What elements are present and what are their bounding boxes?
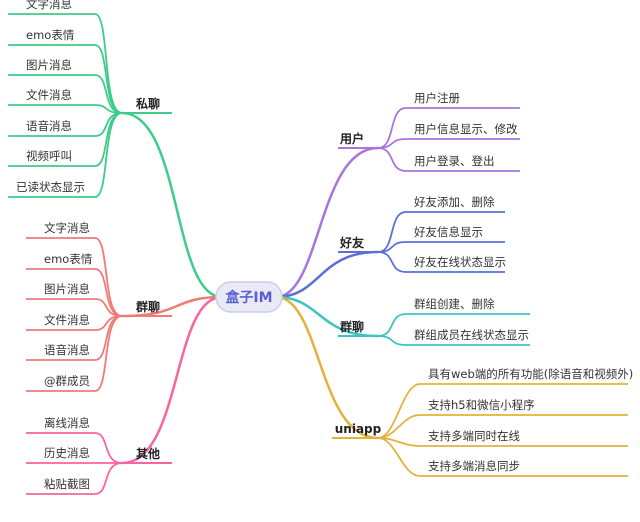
leaf-label[interactable]: 语音消息 <box>26 119 72 133</box>
root-node[interactable]: 盒子IM <box>215 281 283 313</box>
branch-label-group[interactable]: 群聊 <box>135 299 160 314</box>
nodes-layer: 盒子IM 私聊文字消息emo表情图片消息文件消息语音消息视频呼叫已读状态显示群聊… <box>16 0 633 491</box>
leaf-connector <box>94 462 123 495</box>
branch-connector-private <box>120 111 224 299</box>
leaf-connector <box>94 13 123 114</box>
leaf-label[interactable]: 语音消息 <box>44 343 90 357</box>
leaf-label[interactable]: 文件消息 <box>26 88 72 102</box>
leaf-label[interactable]: 粘贴截图 <box>44 477 90 491</box>
leaf-label[interactable]: 文件消息 <box>44 313 90 327</box>
branch-connector-friend <box>274 250 380 299</box>
leaf-label[interactable]: 文字消息 <box>44 221 90 235</box>
leaf-label[interactable]: 图片消息 <box>26 58 72 72</box>
leaf-connector <box>377 437 421 477</box>
leaf-label[interactable]: 具有web端的所有功能(除语音和视频外) <box>428 367 633 381</box>
branch-label-group-manage[interactable]: 群聊 <box>339 319 364 334</box>
leaf-label[interactable]: 离线消息 <box>44 416 90 430</box>
leaf-label[interactable]: 好友在线状态显示 <box>414 255 506 269</box>
leaf-label[interactable]: emo表情 <box>26 28 75 42</box>
leaf-label[interactable]: 用户登录、登出 <box>414 154 495 168</box>
branch-connector-uniapp <box>274 295 380 440</box>
connector-lines <box>8 13 628 495</box>
leaf-label[interactable]: 群组创建、删除 <box>414 297 495 311</box>
leaf-label[interactable]: 用户注册 <box>414 91 460 105</box>
leaf-connector <box>94 237 123 317</box>
leaf-connector <box>377 211 407 253</box>
leaf-label[interactable]: 文字消息 <box>26 0 72 11</box>
leaf-label[interactable]: 已读状态显示 <box>16 180 85 194</box>
branch-connector-user <box>274 146 380 299</box>
leaf-connector <box>377 335 407 346</box>
leaf-label[interactable]: 好友添加、删除 <box>414 195 495 209</box>
leaf-label[interactable]: 视频呼叫 <box>26 149 72 163</box>
leaf-connector <box>377 107 407 149</box>
branch-label-private[interactable]: 私聊 <box>135 96 160 111</box>
root-label: 盒子IM <box>224 289 272 306</box>
branch-label-other[interactable]: 其他 <box>136 446 160 461</box>
leaf-label[interactable]: 图片消息 <box>44 282 90 296</box>
branch-label-user[interactable]: 用户 <box>339 131 364 146</box>
branch-connector-group-manage <box>274 295 380 338</box>
leaf-label[interactable]: 好友信息显示 <box>414 225 483 239</box>
leaf-label[interactable]: 群组成员在线状态显示 <box>414 328 529 342</box>
branch-label-friend[interactable]: 好友 <box>339 235 364 250</box>
leaf-label[interactable]: 用户信息显示、修改 <box>414 122 518 136</box>
leaf-label[interactable]: 支持多端消息同步 <box>428 459 520 473</box>
leaf-connector <box>94 112 123 198</box>
leaf-connector <box>94 432 123 464</box>
branch-connector-other <box>120 295 224 465</box>
leaf-label[interactable]: 支持多端同时在线 <box>428 429 520 443</box>
leaf-connector <box>377 313 407 337</box>
leaf-label[interactable]: emo表情 <box>44 252 93 266</box>
leaf-connector <box>377 251 407 273</box>
leaf-label[interactable]: 支持h5和微信小程序 <box>428 398 535 412</box>
leaf-connector <box>94 44 123 114</box>
leaf-connector <box>377 147 407 172</box>
leaf-connector <box>94 315 123 392</box>
branch-label-uniapp[interactable]: uniapp <box>335 422 382 436</box>
leaf-label[interactable]: 历史消息 <box>44 446 90 460</box>
leaf-label[interactable]: @群成员 <box>44 374 90 388</box>
leaf-connector <box>377 383 421 439</box>
